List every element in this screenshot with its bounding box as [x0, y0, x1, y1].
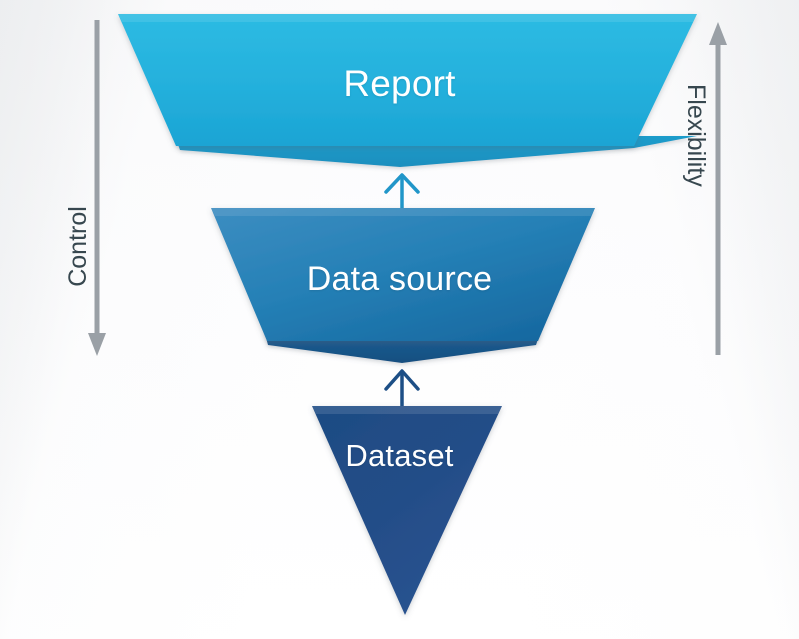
report-highlight [118, 14, 697, 22]
funnel-stage-data-source[interactable] [211, 208, 595, 363]
dataset-highlight [312, 406, 502, 414]
connector-dataset-to-data-source [384, 369, 420, 412]
stage-label-report: Report [343, 63, 456, 104]
axis-label-control: Control [63, 206, 92, 287]
stage-label-dataset: Dataset [345, 438, 454, 473]
funnel-stage-report[interactable] [118, 14, 697, 167]
connector-data-source-to-report [384, 173, 420, 214]
axis-arrow-flexibility [709, 22, 727, 355]
axis-arrow-control [88, 20, 106, 356]
dataset-body [312, 406, 502, 615]
stage-label-data-source: Data source [306, 260, 493, 298]
report-body [118, 14, 697, 146]
funnel-stage-dataset[interactable] [312, 406, 502, 615]
data-source-body [211, 208, 595, 341]
data-source-highlight [211, 208, 595, 216]
axis-label-flexibility: Flexibility [682, 84, 710, 187]
